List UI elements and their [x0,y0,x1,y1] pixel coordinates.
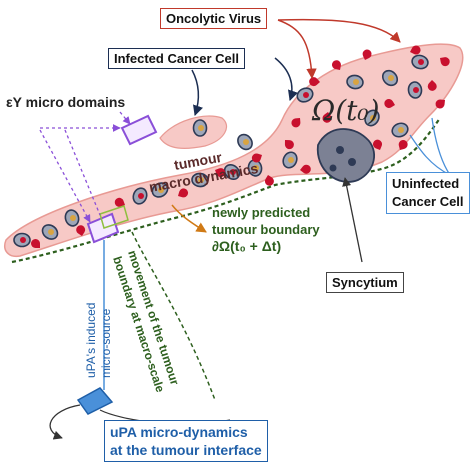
uninfected-arrow [431,117,451,176]
cancer-cell [391,122,409,138]
omega-label: Ω(t₀) [311,94,380,127]
virus-particle [373,139,383,150]
virus-particle [427,80,437,91]
micro-domain-lower [86,212,120,244]
movement-line [131,231,216,401]
virus-particle [410,45,421,55]
virus-particle [215,168,226,178]
cancer-cell [282,151,298,169]
boundary-arrow [171,204,207,233]
virus-particle [178,188,189,198]
virus-particle [309,77,320,87]
cancer-cell [191,172,209,188]
cancer-cell [407,81,423,99]
cancer-cell [151,182,169,198]
virus-particle [398,140,408,150]
new-boundary-label: newly predicted tumour boundary ∂Ω(t₀ + … [212,204,320,255]
uninfected-label-line1: Uninfected [392,176,460,191]
upa-micro-line1: uPA micro-dynamics [110,424,248,440]
cancer-cell [192,119,208,137]
new-boundary-line3: ∂Ω(t₀ + Δt) [212,238,282,254]
infected-arrow [274,57,298,101]
cancer-cell [411,54,429,70]
cancer-cell [64,209,80,227]
virus-particle [284,140,294,150]
syncytium-nucleus [329,164,337,172]
upa-micro-domain [76,387,114,415]
virus-particle [251,153,262,163]
virus-particle [322,112,332,123]
uninfected-label: Uninfected Cancer Cell [386,172,470,214]
upa-source-label-1: uPA's induced [84,303,98,378]
upa-link [49,404,81,440]
micro-pointer [119,111,131,125]
virus-particle [362,49,372,60]
virus-particle [384,99,395,108]
cancer-cells [13,54,429,248]
infected-arrow [191,69,203,116]
cancer-cell [381,69,399,87]
oncolytic-virus-label: Oncolytic Virus [160,8,268,29]
virus-particle [264,175,274,186]
virus-particle [114,197,125,207]
new-boundary-line2: tumour boundary [212,222,320,237]
cancer-cell [346,74,364,90]
syncytium-nucleus [348,158,356,166]
cancer-cell [223,163,241,181]
virus-particle [76,225,86,236]
upa-source-label-2: micro-source [99,308,113,378]
new-boundary-curve [11,117,441,264]
uninfected-label-line2: Cancer Cell [392,194,464,209]
virus-particle [440,57,450,67]
virus-particle [300,164,311,174]
cancer-cell [41,224,59,240]
upa-micro-line2: at the tumour interface [110,442,262,458]
virus-particle [31,239,40,248]
upa-micro-dynamics-label: uPA micro-dynamics at the tumour interfa… [104,420,268,462]
virus-particle [291,118,301,128]
syncytium-label: Syncytium [326,272,404,293]
syncytium-arrow [342,177,363,263]
virus-particle [332,60,341,70]
syncytium-nucleus [336,146,344,154]
micro-domain-upper [120,114,158,146]
cancer-cell [132,187,148,205]
uninfected-arrow [409,134,451,176]
micro-domains-label: εY micro domains [6,94,126,110]
cancer-cell [364,109,380,127]
virus-particle [435,99,445,109]
new-boundary-line1: newly predicted [212,205,311,220]
cancer-cell [13,232,31,248]
virus-particles [31,45,450,248]
micro-domain-lower-2 [99,205,129,229]
infected-cancer-cell-label: Infected Cancer Cell [108,48,245,69]
cancer-cell [237,133,253,151]
virus-arrow [277,18,401,43]
virus-arrow [277,19,317,80]
tumour-protrusion [159,115,227,149]
